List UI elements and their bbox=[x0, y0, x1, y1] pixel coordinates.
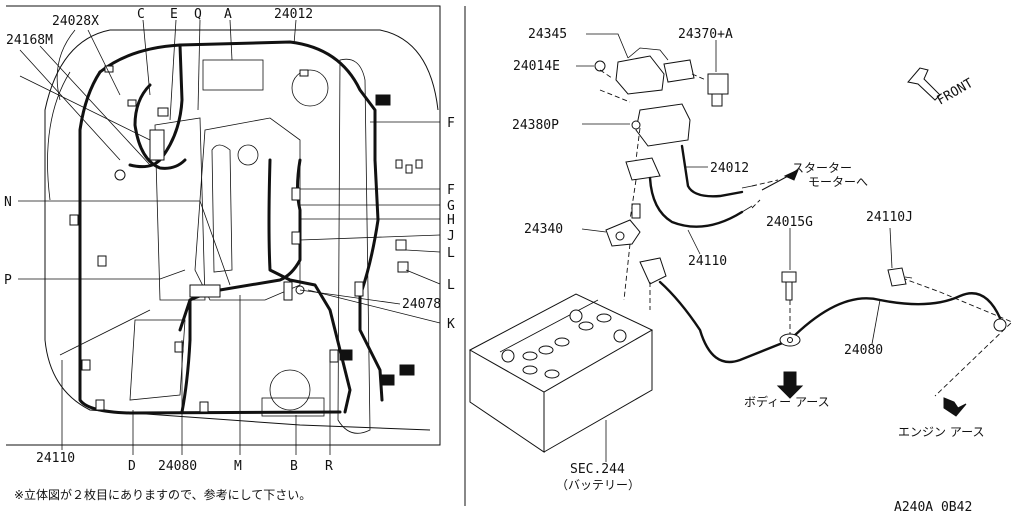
callout-b: B bbox=[290, 459, 298, 474]
label-24110: 24110 bbox=[688, 254, 727, 269]
label-24345: 24345 bbox=[528, 27, 567, 42]
label-24080: 24080 bbox=[844, 343, 883, 358]
battery-name: （バッテリー） bbox=[556, 478, 640, 492]
callout-q: Q bbox=[194, 7, 202, 22]
callout-24028x: 24028X bbox=[52, 14, 99, 29]
callout-l-2: L bbox=[447, 278, 455, 293]
engine-earth-label: エンジン アース bbox=[898, 425, 985, 439]
label-24340: 24340 bbox=[524, 222, 563, 237]
callout-d: D bbox=[128, 459, 136, 474]
label-24014e: 24014E bbox=[513, 59, 560, 74]
callout-f-2: F bbox=[447, 183, 455, 198]
callout-h: H bbox=[447, 213, 455, 228]
callout-f-1: F bbox=[447, 116, 455, 131]
callout-l-1: L bbox=[447, 246, 455, 261]
front-arrow-icon bbox=[907, 67, 941, 101]
label-24110j: 24110J bbox=[866, 210, 913, 225]
callout-24110-left: 24110 bbox=[36, 451, 75, 466]
callout-n: N bbox=[4, 195, 12, 210]
callout-24168m: 24168M bbox=[6, 33, 53, 48]
callout-m: M bbox=[234, 459, 242, 474]
callout-k: K bbox=[447, 317, 455, 332]
starter-arrow-icon bbox=[783, 169, 799, 181]
footnote: ※立体図が２枚目にありますので、参考にして下さい。 bbox=[14, 487, 311, 502]
label-24012: 24012 bbox=[710, 161, 749, 176]
front-label: FRONT bbox=[935, 76, 977, 109]
figure-code: A240A 0B42 bbox=[894, 500, 972, 512]
callout-g: G bbox=[447, 199, 455, 214]
label-24015g: 24015G bbox=[766, 215, 813, 230]
label-24380p: 24380P bbox=[512, 118, 559, 133]
callout-e: E bbox=[170, 7, 178, 22]
starter-note-2: モーターへ bbox=[808, 175, 868, 189]
body-earth-arrow-icon bbox=[776, 371, 804, 399]
callout-24080-left: 24080 bbox=[158, 459, 197, 474]
battery-icon bbox=[468, 293, 654, 453]
callout-24012-left: 24012 bbox=[274, 7, 313, 22]
battery-ref: SEC.244 bbox=[570, 462, 625, 477]
callout-r: R bbox=[325, 459, 333, 474]
callout-c: C bbox=[137, 7, 145, 22]
starter-note-1: スターター bbox=[792, 161, 852, 175]
callout-24078: 24078 bbox=[402, 297, 441, 312]
engine-room-view: 24028X 24168M C E Q A 24012 F F G H J L … bbox=[4, 5, 455, 502]
label-24370a: 24370+A bbox=[678, 27, 733, 42]
engine-earth-arrow-icon bbox=[943, 397, 967, 417]
battery-cable-view: FRONT bbox=[468, 27, 1013, 512]
callout-j: J bbox=[447, 229, 455, 244]
callout-p: P bbox=[4, 273, 12, 288]
body-earth-label: ボディー アース bbox=[744, 394, 830, 409]
callout-a: A bbox=[224, 7, 232, 22]
